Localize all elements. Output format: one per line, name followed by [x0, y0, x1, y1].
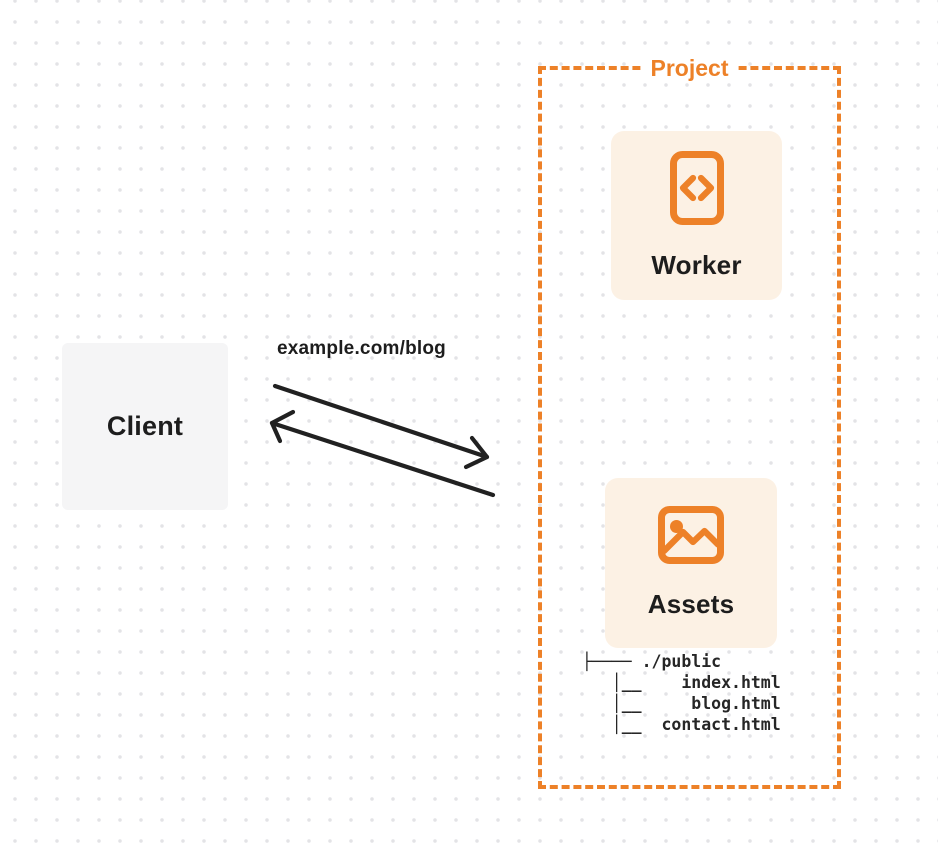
assets-file-tree: ├──── ./public │__ index.html │__ blog.h…: [582, 652, 781, 734]
code-file-icon: [669, 150, 724, 225]
response-arrow: [269, 409, 496, 498]
request-arrow: [272, 383, 490, 470]
project-boundary: Project: [538, 53, 841, 789]
assets-node: Assets: [605, 478, 777, 648]
worker-node: Worker: [611, 131, 782, 300]
image-icon: [658, 506, 724, 564]
assets-label: Assets: [647, 589, 735, 619]
worker-label: Worker: [651, 249, 742, 280]
request-response-arrows: [269, 383, 496, 498]
project-title: Project: [641, 53, 738, 83]
client-label: Client: [106, 411, 184, 441]
client-node: Client: [62, 343, 228, 510]
request-url-label: example.com/blog: [277, 338, 446, 359]
